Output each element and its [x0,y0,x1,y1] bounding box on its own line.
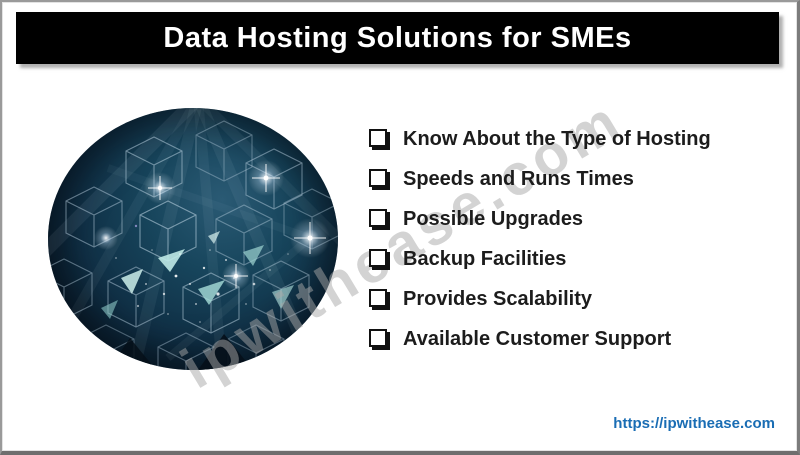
bottom-silhouettes [48,334,322,370]
title-banner: Data Hosting Solutions for SMEs [16,12,779,64]
hosting-checklist: Know About the Type of Hosting Speeds an… [369,128,711,368]
cubes-illustration [48,108,338,370]
sparkles-group [115,224,289,323]
list-item-label: Available Customer Support [403,328,672,350]
list-item-label: Possible Upgrades [403,208,584,230]
list-item: Possible Upgrades [369,208,711,231]
list-item: Available Customer Support [369,328,711,351]
teal-shards-group [101,231,294,319]
list-item-label: Speeds and Runs Times [403,168,634,190]
page-title: Data Hosting Solutions for SMEs [163,21,632,54]
list-item: Know About the Type of Hosting [369,128,711,151]
hosting-cubes-image [48,108,338,370]
list-item: Provides Scalability [369,288,711,311]
checkbox-icon [369,209,387,227]
site-url-link[interactable]: https://ipwithease.com [613,415,775,432]
checkbox-icon [369,249,387,267]
list-item-label: Backup Facilities [403,248,567,270]
checkbox-icon [369,329,387,347]
list-item-label: Provides Scalability [403,288,592,310]
checkbox-icon [369,169,387,187]
light-glints-group [94,160,330,290]
list-item-label: Know About the Type of Hosting [403,128,711,150]
list-item: Speeds and Runs Times [369,168,711,191]
checkbox-icon [369,129,387,147]
checkbox-icon [369,289,387,307]
list-item: Backup Facilities [369,248,711,271]
